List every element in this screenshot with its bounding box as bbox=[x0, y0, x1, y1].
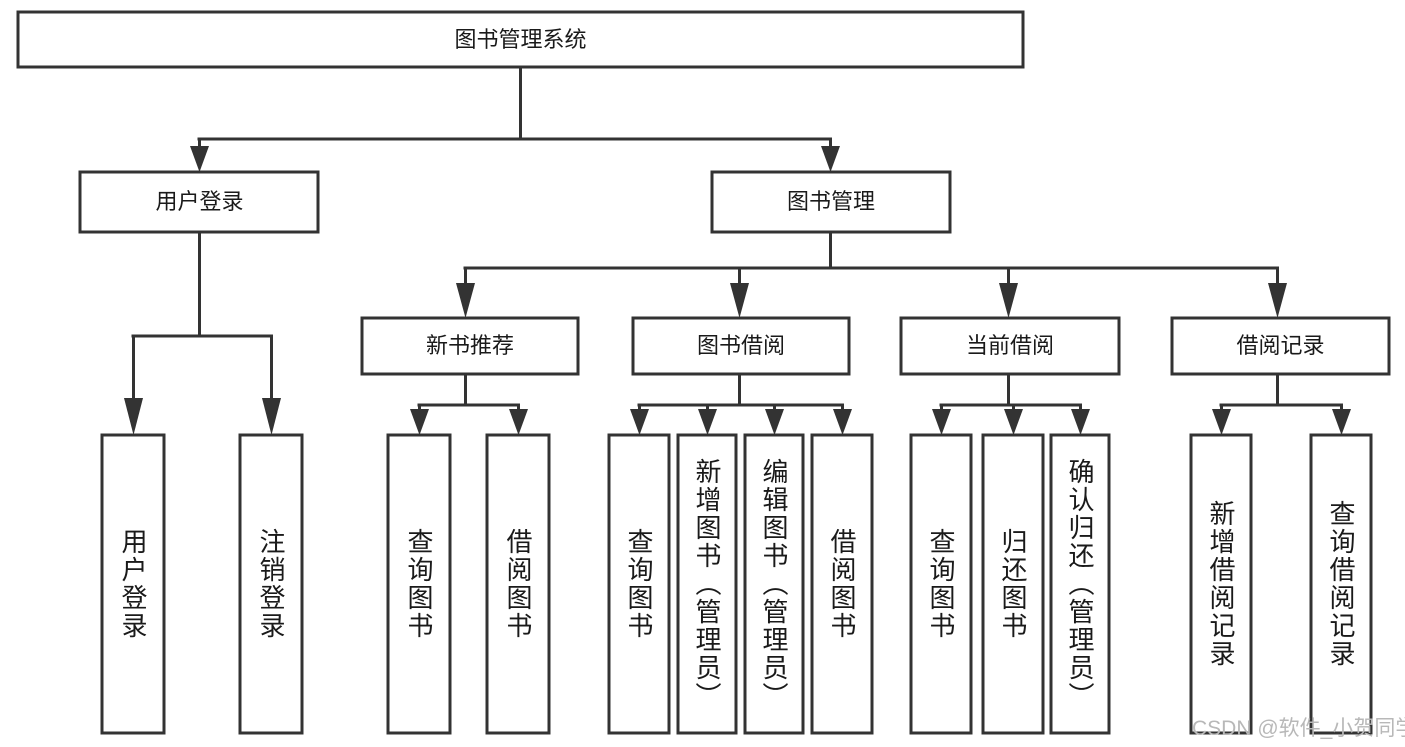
connector-group-book-mgmt bbox=[456, 230, 1287, 318]
arrow-head-leaf-add-record bbox=[1212, 409, 1231, 435]
connector-group-current-borrow bbox=[932, 372, 1090, 435]
node-leaf-add-record-box[interactable] bbox=[1189, 433, 1253, 735]
connector-group-new-book-rec bbox=[410, 372, 528, 435]
node-leaf-query-book-3-box[interactable] bbox=[909, 433, 973, 735]
node-current-borrow[interactable]: 当前借阅 bbox=[899, 316, 1121, 376]
arrow-head-leaf-add-book bbox=[698, 409, 717, 435]
node-leaf-query-book-1-box[interactable] bbox=[386, 433, 452, 735]
node-borrow-record-label: 借阅记录 bbox=[1236, 333, 1324, 358]
node-root-label: 图书管理系统 bbox=[454, 27, 586, 52]
node-leaf-confirm-return-box[interactable] bbox=[1049, 433, 1111, 735]
node-new-book-rec-box[interactable] bbox=[360, 316, 580, 376]
arrow-head-leaf-user-logout bbox=[262, 398, 281, 435]
node-book-borrow-label: 图书借阅 bbox=[697, 333, 785, 358]
node-leaf-return-book-box[interactable] bbox=[981, 433, 1045, 735]
arrow-head-leaf-query-record bbox=[1332, 409, 1351, 435]
node-leaf-query-record-box[interactable] bbox=[1309, 433, 1373, 735]
arrow-head-leaf-user-login bbox=[124, 398, 143, 435]
arrow-head-user-login bbox=[190, 146, 209, 172]
node-book-borrow[interactable]: 图书借阅 bbox=[631, 316, 851, 376]
arrow-head-leaf-confirm-return bbox=[1071, 409, 1090, 435]
arrow-head-book-mgmt bbox=[821, 146, 840, 172]
arrow-head-leaf-query-book-3 bbox=[932, 409, 951, 435]
arrow-head-leaf-borrow-book-1 bbox=[509, 409, 528, 435]
arrow-head-leaf-edit-book bbox=[765, 409, 784, 435]
node-borrow-record[interactable]: 借阅记录 bbox=[1170, 316, 1391, 376]
node-leaf-user-logout-box[interactable] bbox=[238, 433, 304, 735]
node-book-borrow-box[interactable] bbox=[631, 316, 851, 376]
node-root[interactable]: 图书管理系统 bbox=[16, 10, 1025, 69]
arrow-head-leaf-query-book-1 bbox=[410, 409, 429, 435]
node-new-book-rec[interactable]: 新书推荐 bbox=[360, 316, 580, 376]
connector-group-root bbox=[190, 65, 840, 172]
connector-group-borrow-record bbox=[1212, 372, 1351, 435]
node-borrow-record-box[interactable] bbox=[1170, 316, 1391, 376]
node-new-book-rec-label: 新书推荐 bbox=[426, 333, 514, 358]
node-user-login[interactable]: 用户登录 bbox=[78, 170, 320, 234]
arrow-head-book-borrow bbox=[730, 283, 749, 318]
node-root-box[interactable] bbox=[16, 10, 1025, 69]
arrow-head-leaf-borrow-book-2 bbox=[833, 409, 852, 435]
node-leaf-query-book-2-box[interactable] bbox=[607, 433, 671, 735]
node-leaf-add-book-box[interactable] bbox=[676, 433, 738, 735]
node-book-mgmt-box[interactable] bbox=[710, 170, 952, 234]
node-user-login-box[interactable] bbox=[78, 170, 320, 234]
node-current-borrow-box[interactable] bbox=[899, 316, 1121, 376]
node-book-mgmt[interactable]: 图书管理 bbox=[710, 170, 952, 234]
node-leaf-user-login-box[interactable] bbox=[100, 433, 166, 735]
arrow-head-current-borrow bbox=[999, 283, 1018, 318]
connector-group-user-login bbox=[124, 230, 281, 435]
connector-group-book-borrow bbox=[630, 372, 852, 435]
node-current-borrow-label: 当前借阅 bbox=[966, 333, 1054, 358]
watermark-text: CSDN @软件_小贺同学 bbox=[1192, 717, 1405, 740]
node-leaf-edit-book-box[interactable] bbox=[743, 433, 805, 735]
node-leaf-borrow-book-1-box[interactable] bbox=[485, 433, 551, 735]
node-user-login-label: 用户登录 bbox=[155, 189, 243, 214]
arrow-head-new-book-rec bbox=[456, 283, 475, 318]
arrow-head-leaf-query-book-2 bbox=[630, 409, 649, 435]
arrow-head-borrow-record bbox=[1268, 283, 1287, 318]
node-book-mgmt-label: 图书管理 bbox=[787, 189, 875, 214]
arrow-head-leaf-return-book bbox=[1004, 409, 1023, 435]
node-leaf-borrow-book-2-box[interactable] bbox=[810, 433, 874, 735]
